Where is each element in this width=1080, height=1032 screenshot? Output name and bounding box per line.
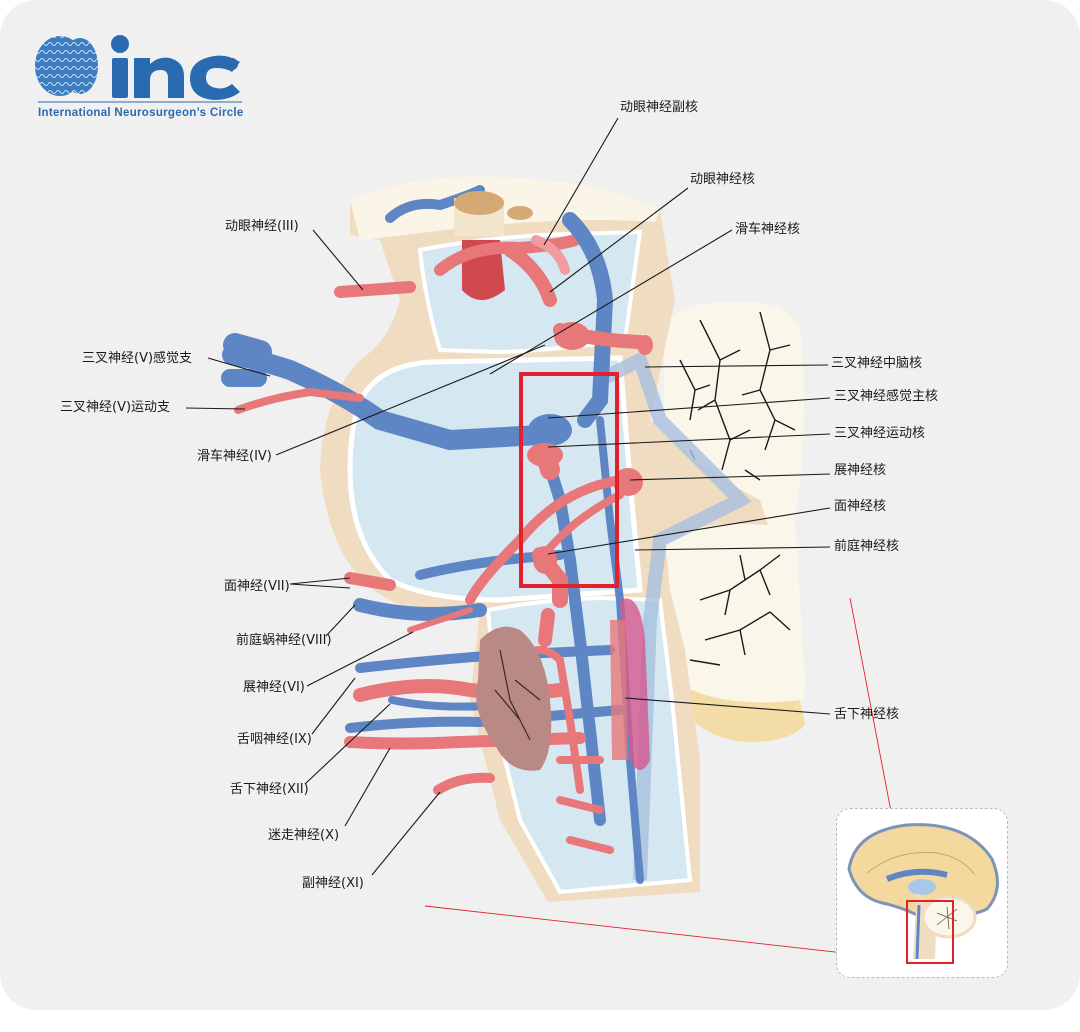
label-trigeminal-motor-branch: 三叉神经(V)运动支: [60, 400, 171, 415]
label-trigeminal-mesencephalic-nucleus: 三叉神经中脑核: [831, 356, 923, 371]
brain-sagittal-thumbnail: [847, 823, 999, 964]
label-oculomotor-accessory-nucleus: 动眼神经副核: [620, 100, 699, 115]
midbrain-structures: [434, 191, 581, 307]
logo-tagline: International Neurosurgeon’s Circle: [38, 107, 244, 119]
label-trochlear-nerve: 滑车神经(IV): [197, 449, 272, 464]
motor-pathways: [234, 281, 647, 854]
logo-wordmark: [111, 35, 240, 100]
leader-lines: [185, 117, 831, 876]
label-vagus-nerve: 迷走神经(X): [268, 828, 340, 843]
label-oculomotor-nucleus: 动眼神经核: [690, 172, 756, 187]
label-trochlear-nucleus: 滑车神经核: [735, 222, 801, 237]
highlight-box: [519, 372, 619, 588]
inferior-olive: [476, 626, 552, 771]
brainstem-illustration: [35, 35, 909, 961]
brain-logo-icon: [35, 36, 98, 96]
label-facial-nucleus: 面神经核: [834, 499, 887, 514]
label-glossopharyngeal-nerve: 舌咽神经(IX): [237, 732, 312, 747]
label-trigeminal-sensory-branch: 三叉神经(V)感觉支: [82, 351, 193, 366]
label-abducens-nucleus: 展神经核: [834, 463, 887, 478]
label-accessory-nerve: 副神经(XI): [302, 876, 364, 891]
label-abducens-nerve: 展神经(VI): [243, 680, 305, 695]
nuclei: [527, 322, 653, 770]
label-hypoglossal-nerve: 舌下神经(XII): [230, 782, 309, 797]
label-vestibulocochlear-nerve: 前庭蜗神经(VIII): [236, 633, 332, 648]
label-trigeminal-motor-nucleus: 三叉神经运动核: [834, 426, 926, 441]
label-facial-nerve: 面神经(VII): [224, 579, 290, 594]
brain-sagittal-inset: [836, 808, 1008, 978]
label-trigeminal-principal-sensory-nucleus: 三叉神经感觉主核: [834, 389, 939, 404]
label-vestibular-nucleus: 前庭神经核: [834, 539, 900, 554]
label-oculomotor-nerve: 动眼神经(III): [225, 219, 299, 234]
diagram-card: International Neurosurgeon’s Circle 动眼神经…: [0, 0, 1080, 1010]
label-hypoglossal-nucleus: 舌下神经核: [834, 707, 900, 722]
